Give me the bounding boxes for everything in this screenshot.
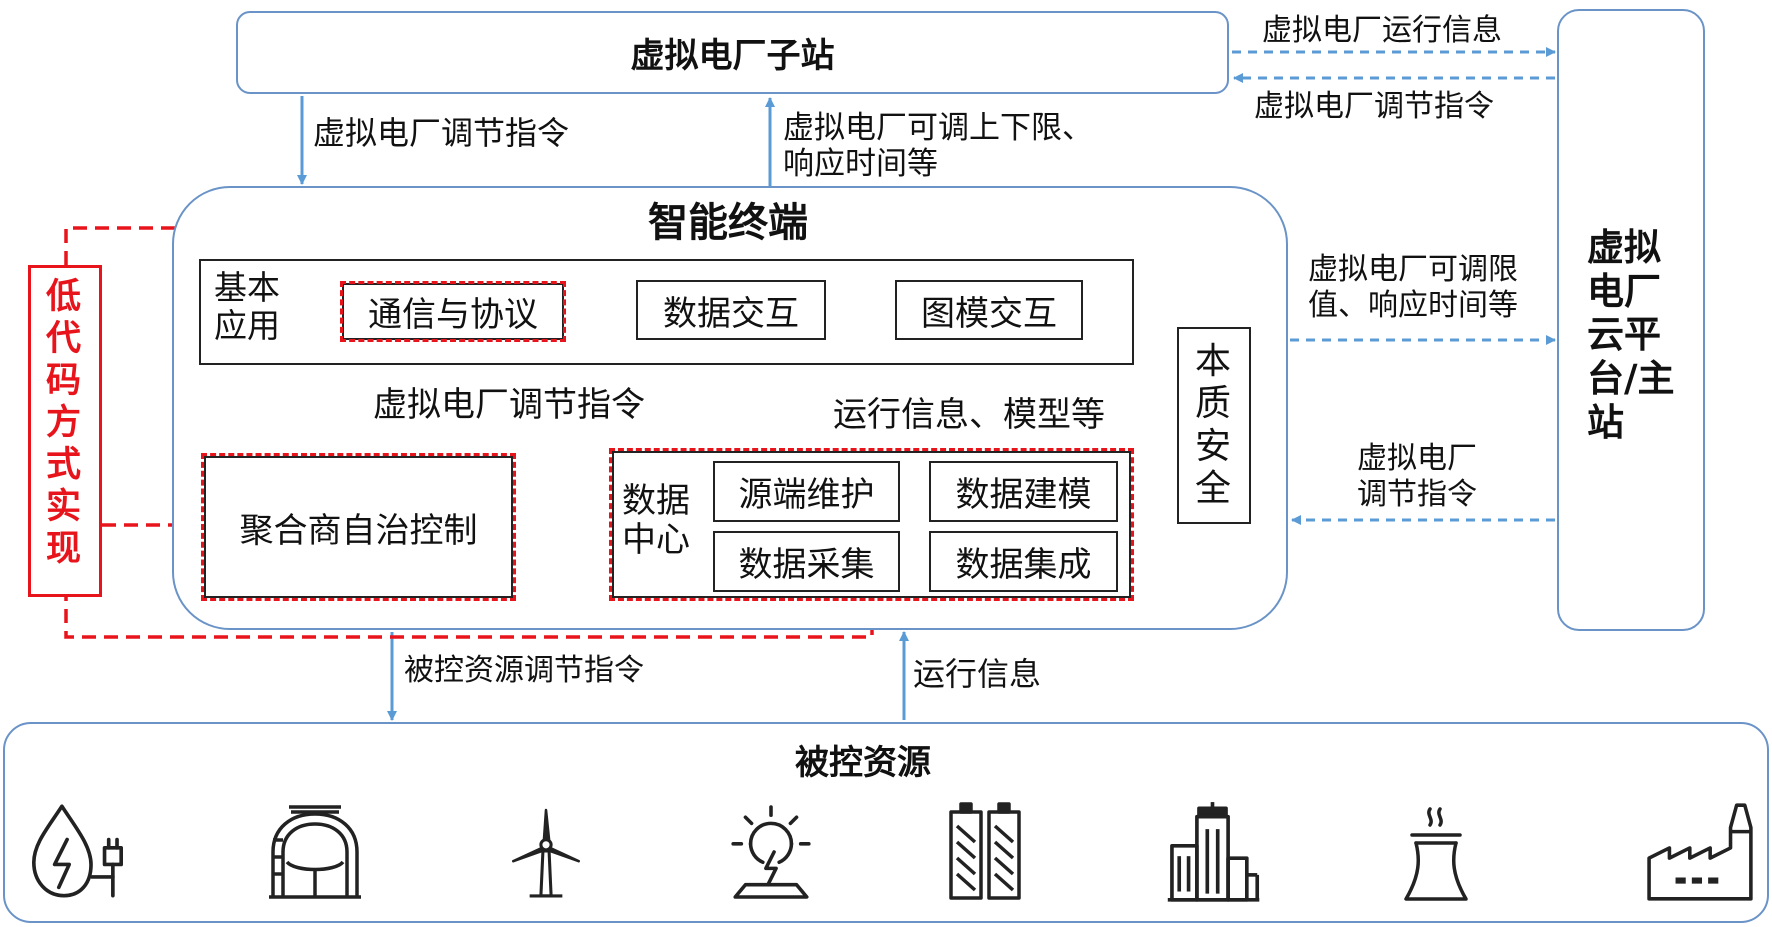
data-exchange-label: 数据交互 [663,293,799,334]
protocol-box: 通信与协议 [342,283,564,340]
label-cloud-to-terminal: 虚拟电厂调节指令 [1357,441,1477,512]
aggregator-control-label: 聚合商自治控制 [239,510,478,551]
low-code-outline-protocol [340,281,566,342]
data-collection-label: 数据采集 [738,545,875,585]
cloud-platform-box: 虚拟电厂云平台/主站 [1557,9,1705,631]
data-modeling-label: 数据建模 [955,475,1092,515]
intrinsic-safety-box: 本质安全 [1177,327,1251,524]
label-terminal-to-resources: 被控资源调节指令 [404,653,644,688]
label-basic-to-aggregator: 虚拟电厂调节指令 [373,385,645,425]
low-code-link-bottom [64,565,874,639]
data-center-label: 数据中心 [622,481,690,561]
protocol-label: 通信与协议 [368,295,538,335]
label-sub-to-terminal: 虚拟电厂调节指令 [313,114,570,152]
model-exchange-label: 图模交互 [921,293,1057,334]
low-code-outline-aggregator [201,453,516,601]
label-terminal-to-cloud: 虚拟电厂可调限值、响应时间等 [1308,252,1518,323]
factory-icon [1647,803,1753,901]
label-resources-to-terminal: 运行信息 [913,655,1042,693]
controlled-resources-title: 被控资源 [795,743,931,783]
data-modeling-box: 数据建模 [929,461,1118,522]
battery-storage-icon [949,802,1021,900]
model-exchange-box: 图模交互 [895,280,1083,340]
substation-box: 虚拟电厂子站 [236,11,1229,94]
aggregator-control-box: 聚合商自治控制 [204,456,513,598]
solar-power-icon [731,805,811,899]
controlled-resources-box [3,722,1769,923]
commercial-building-icon [1167,802,1260,902]
hydro-power-icon [32,804,123,898]
basic-app-label: 基本应用 [214,268,280,345]
gas-storage-icon [269,805,361,899]
data-collection-box: 数据采集 [713,531,900,592]
label-datacenter-to-basic: 运行信息、模型等 [833,395,1105,435]
label-terminal-to-sub: 虚拟电厂可调上下限、响应时间等 [783,110,1093,183]
wind-turbine-icon [512,808,580,898]
data-integration-label: 数据集成 [955,545,1092,585]
cloud-platform-title: 虚拟电厂云平台/主站 [1587,226,1675,444]
smart-terminal-title: 智能终端 [648,200,808,246]
low-code-outline-data-center [609,448,1134,601]
source-maintenance-box: 源端维护 [713,461,900,522]
low-code-box: 低代码方式实现 [28,265,102,597]
source-maintenance-label: 源端维护 [738,475,875,515]
cooling-tower-icon [1404,807,1468,901]
data-integration-box: 数据集成 [929,531,1118,592]
label-sub-to-cloud: 虚拟电厂运行信息 [1262,13,1502,48]
label-cloud-to-sub: 虚拟电厂调节指令 [1254,89,1494,124]
intrinsic-safety-label: 本质安全 [1195,341,1232,510]
data-exchange-box: 数据交互 [636,280,826,340]
substation-title: 虚拟电厂子站 [630,36,835,76]
low-code-label: 低代码方式实现 [46,277,82,569]
